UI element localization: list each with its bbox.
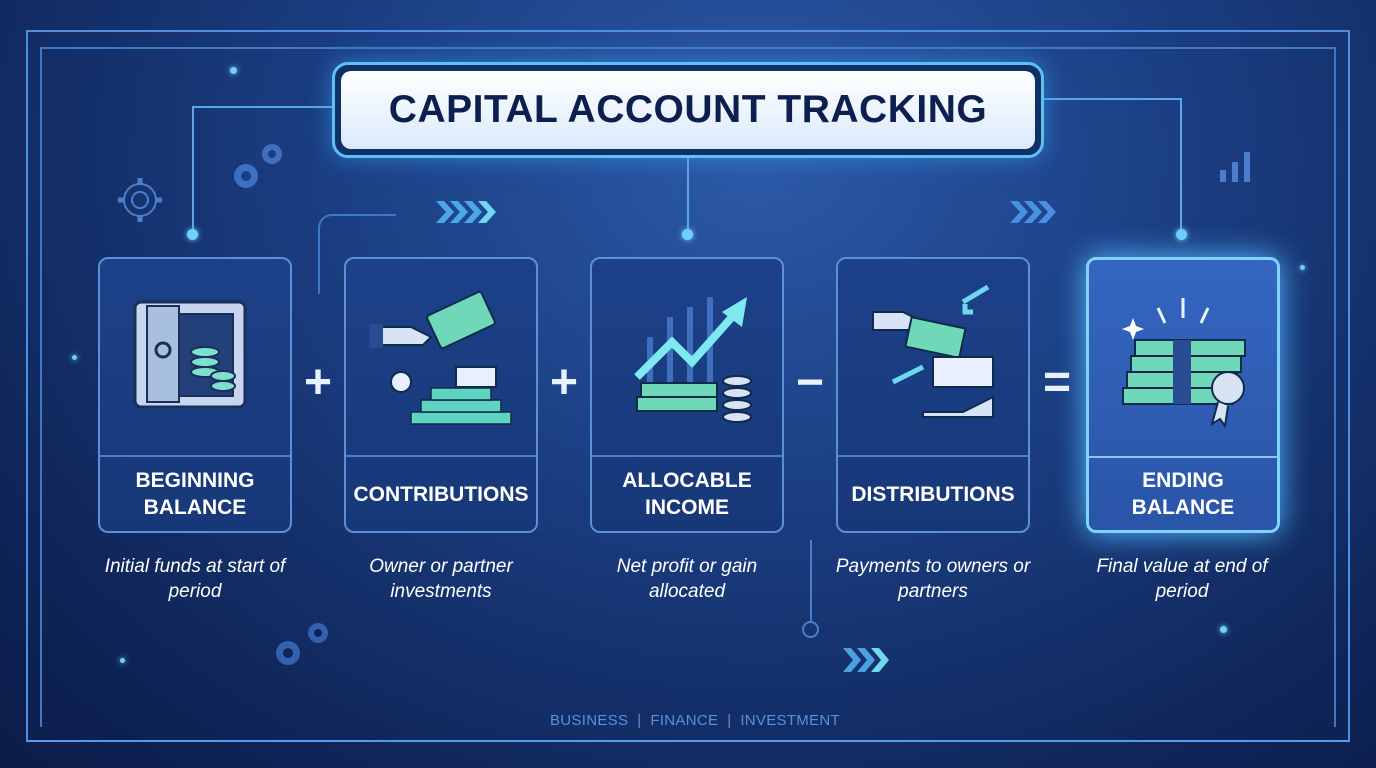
step-label: ENDING BALANCE	[1089, 456, 1277, 530]
plus-operator: +	[303, 355, 333, 409]
connector-line	[810, 540, 812, 622]
step-label: ALLOCABLE INCOME	[592, 455, 782, 531]
glow-dot	[120, 658, 125, 663]
chevrons-icon	[843, 648, 889, 672]
connector-node	[802, 621, 819, 638]
step-card-allocable-income: ALLOCABLE INCOME	[590, 257, 784, 533]
connector-node	[1176, 229, 1187, 240]
outer-frame	[26, 30, 1350, 742]
payment-icon	[872, 284, 994, 418]
step-card-contributions: CONTRIBUTIONS	[344, 257, 538, 533]
bar-chart-icon	[1220, 152, 1250, 182]
plus-operator: +	[549, 355, 579, 409]
connector-line	[1180, 98, 1182, 234]
growth-chart-icon	[634, 297, 752, 423]
step-description: Final value at end of period	[1096, 556, 1268, 602]
connector-node	[682, 229, 693, 240]
inner-frame	[40, 47, 1336, 727]
step-card-beginning-balance: BEGINNING BALANCE	[98, 257, 292, 533]
chevrons-icon	[1010, 201, 1056, 223]
connector-line	[687, 158, 689, 234]
step-label: DISTRIBUTIONS	[838, 455, 1028, 531]
glow-dot	[1300, 265, 1305, 270]
title-banner: CAPITAL ACCOUNT TRACKING	[332, 62, 1044, 158]
gear-icon	[118, 178, 162, 222]
step-description: Owner or partner investments	[369, 556, 513, 602]
footer-tagline: BUSINESS | FINANCE | INVESTMENT	[550, 712, 840, 729]
equals-operator: =	[1042, 355, 1072, 409]
connector-line	[318, 214, 396, 294]
connector-line	[1044, 98, 1182, 100]
connector-node	[187, 229, 198, 240]
cash-stack-icon	[1122, 298, 1246, 429]
glow-dot	[1220, 626, 1227, 633]
page-title: CAPITAL ACCOUNT TRACKING	[341, 71, 1035, 149]
step-description: Net profit or gain allocated	[616, 556, 758, 602]
connector-line	[192, 106, 194, 234]
step-card-distributions: DISTRIBUTIONS	[836, 257, 1030, 533]
money-hand-icon	[369, 290, 512, 425]
safe-icon	[133, 300, 247, 409]
chevrons-icon	[436, 201, 496, 223]
step-card-ending-balance: ENDING BALANCE	[1086, 257, 1280, 533]
gears-icon	[276, 623, 328, 665]
step-description: Payments to owners or partners	[835, 556, 1031, 602]
step-label: BEGINNING BALANCE	[100, 455, 290, 531]
connector-line	[192, 106, 332, 108]
glow-dot	[230, 67, 237, 74]
step-description: Initial funds at start of period	[104, 556, 286, 602]
gears-icon	[234, 144, 282, 188]
step-label: CONTRIBUTIONS	[346, 455, 536, 531]
minus-operator: −	[795, 355, 825, 409]
glow-dot	[72, 355, 77, 360]
